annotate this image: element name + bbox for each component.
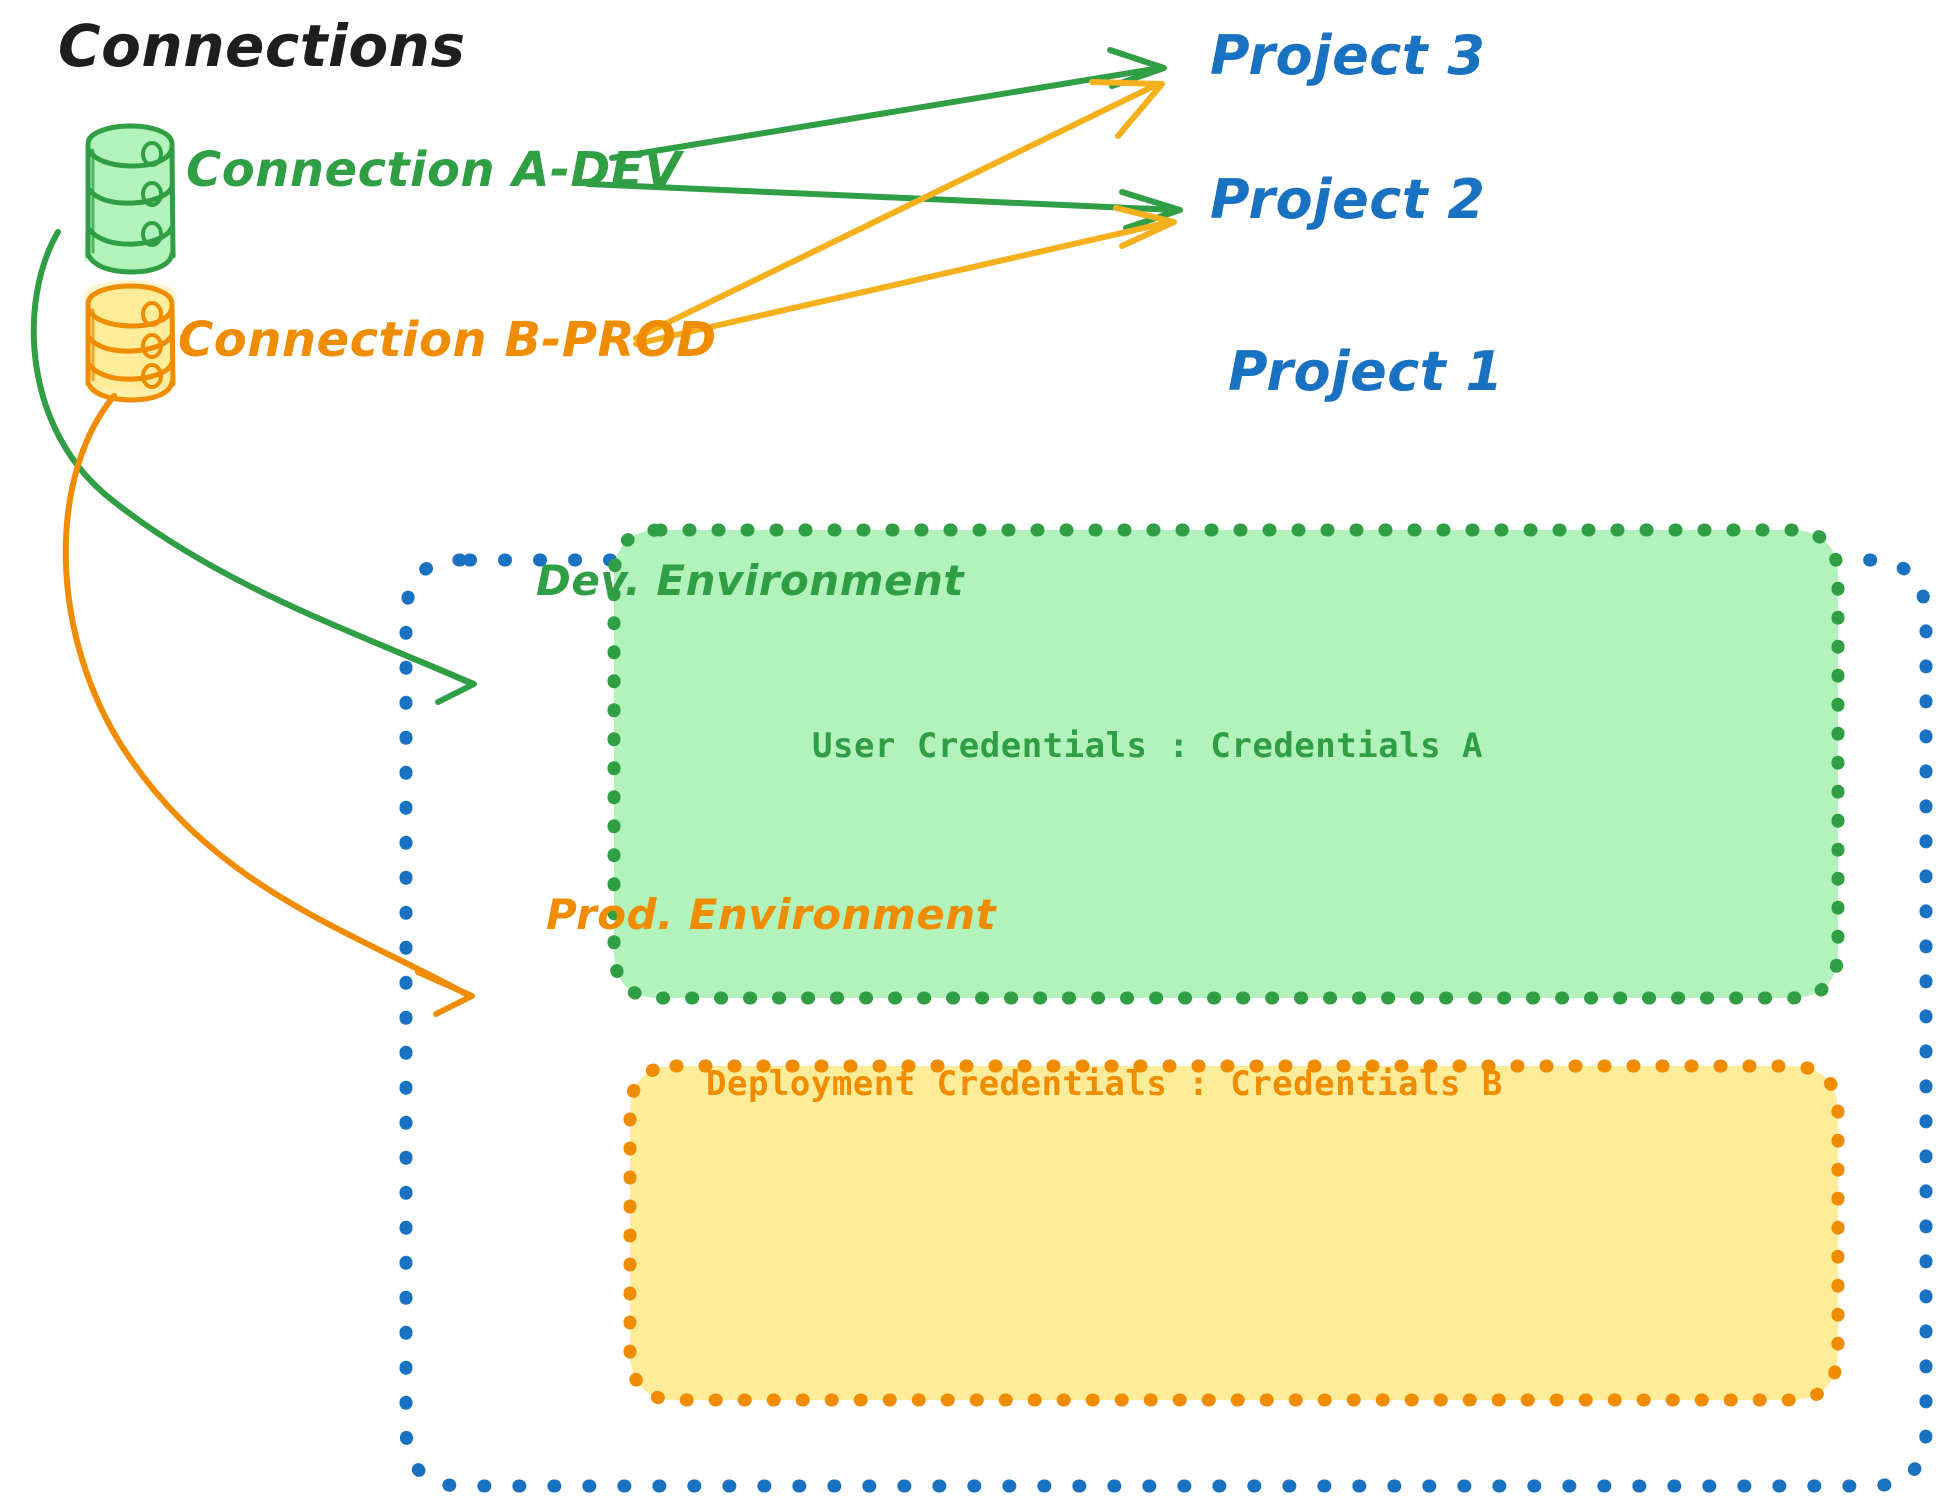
project-1-label[interactable]: Project 1 <box>1228 340 1504 403</box>
dev-environment-credentials: User Credentials : Credentials A <box>812 726 1484 766</box>
arrow-b-prod-to-prod-environment <box>62 393 475 1017</box>
database-cylinder-icon-orange <box>83 280 177 403</box>
arrow-b-prod-to-project-2 <box>633 205 1177 347</box>
page-title: Connections <box>58 12 466 80</box>
prod-environment-credentials: Deployment Credentials : Credentials B <box>706 1064 1503 1104</box>
arrow-a-dev-to-project-3 <box>609 47 1167 161</box>
prod-environment-box <box>623 1059 1845 1407</box>
connection-b-prod-label[interactable]: Connection B-PROD <box>178 312 717 368</box>
arrow-b-prod-to-project-3 <box>633 79 1165 341</box>
arrow-a-dev-to-dev-environment <box>30 229 477 705</box>
project-1-container-border <box>399 553 1933 1493</box>
connection-a-dev-label[interactable]: Connection A-DEV <box>186 142 682 198</box>
arrow-a-dev-to-project-2 <box>585 181 1183 231</box>
prod-environment-title: Prod. Environment <box>546 890 997 939</box>
dev-environment-box <box>607 523 1845 1005</box>
project-3-label[interactable]: Project 3 <box>1210 24 1486 87</box>
project-2-label[interactable]: Project 2 <box>1210 168 1486 231</box>
dev-environment-title: Dev. Environment <box>536 556 964 605</box>
database-cylinder-icon-green <box>84 123 176 275</box>
